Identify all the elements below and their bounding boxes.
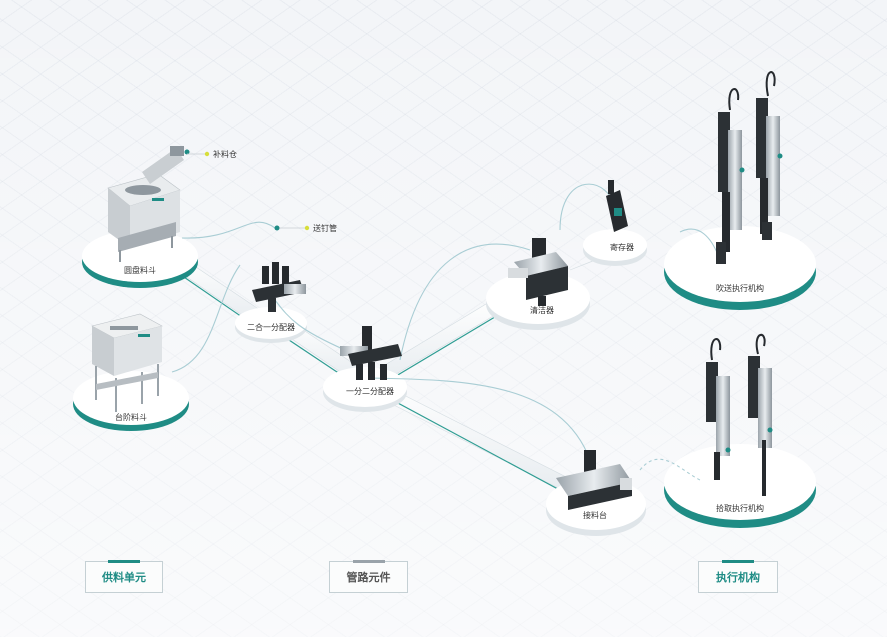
category-feeding-unit-label: 供料单元 <box>102 571 146 584</box>
label-round-hopper: 圆盘料斗 <box>124 266 156 275</box>
label-buffer: 寄存器 <box>610 243 634 252</box>
platform-round-hopper <box>82 230 198 288</box>
merge-distributor-device <box>252 262 306 312</box>
label-cleaner: 清洁器 <box>530 306 554 315</box>
label-merge-distributor: 二合一分配器 <box>247 323 295 332</box>
callout-screw-tube: 送钉管 <box>313 224 337 233</box>
label-pick: 拾取执行机构 <box>716 504 764 513</box>
category-pipeline-components[interactable]: 管路元件 <box>329 560 408 593</box>
platform-merge-distributor <box>235 307 307 343</box>
platform-buffer <box>583 229 647 266</box>
platform-blow-feed <box>664 226 816 310</box>
round-hopper-machine <box>107 146 190 262</box>
category-accent-bar <box>722 560 754 563</box>
category-accent-bar <box>108 560 140 563</box>
label-step-hopper: 台阶料斗 <box>115 413 147 422</box>
pick-device <box>706 334 773 496</box>
label-split-distributor: 一分二分配器 <box>346 387 394 396</box>
receiving-table-device <box>556 450 632 510</box>
category-execution-mechanism-label: 执行机构 <box>716 571 760 584</box>
callout-refill-table: 补料仓 <box>213 150 237 159</box>
label-blow-feed: 吹送执行机构 <box>716 284 764 293</box>
split-distributor-device <box>340 326 402 380</box>
callout-leaders <box>187 153 305 229</box>
step-hopper-machine <box>91 313 163 412</box>
tube-junction <box>274 225 280 231</box>
category-pipeline-components-label: 管路元件 <box>346 571 391 584</box>
callout-dot-tube <box>304 225 310 231</box>
buffer-device <box>606 180 628 232</box>
label-receiving-table: 接料台 <box>583 511 607 520</box>
blow-feed-device <box>716 71 783 264</box>
category-feeding-unit[interactable]: 供料单元 <box>85 560 163 593</box>
platform-pick <box>664 444 816 528</box>
cleaner-device <box>508 238 568 306</box>
category-execution-mechanism[interactable]: 执行机构 <box>698 560 778 593</box>
category-accent-bar <box>352 560 385 563</box>
callout-dot-refill <box>204 151 210 157</box>
feed-tubes <box>171 183 719 481</box>
station-platforms <box>73 226 816 536</box>
